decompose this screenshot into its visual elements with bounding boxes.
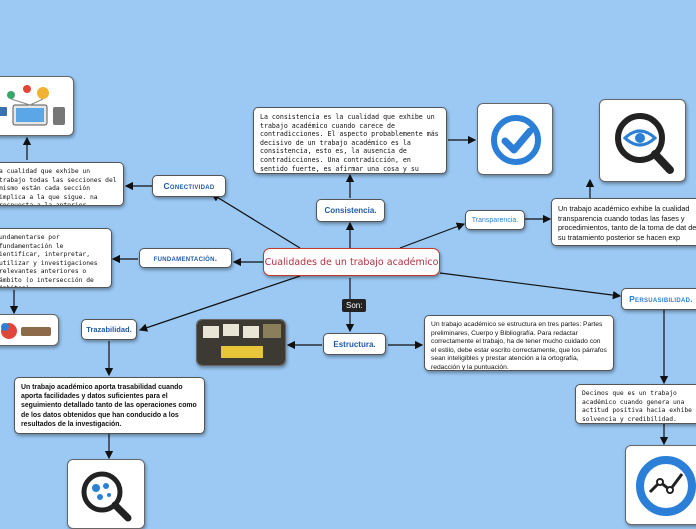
note-estructura-text: Un trabajo académico se estructura en tr… [431, 321, 607, 371]
consistencia-image [477, 103, 553, 175]
note-fundamentacion: undamentarse por fundamentación le ienti… [0, 228, 112, 288]
magnifier-dots-icon [81, 471, 132, 522]
node-consistencia-label: Consistencia. [324, 206, 377, 215]
note-persuasibilidad-text: Decimos que es un trabajo académico cuan… [582, 390, 692, 423]
check-circle-icon [491, 115, 541, 165]
note-persuasibilidad: Decimos que es un trabajo académico cuan… [575, 384, 696, 424]
node-persuasibilidad[interactable]: Persuasibilidad. [621, 288, 696, 310]
node-fundamentacion-label: fundamentación. [153, 253, 218, 263]
note-conectividad: a cualidad que exhibe un trabajo todas l… [0, 162, 124, 206]
network-devices-icon [0, 85, 65, 126]
node-transparencia-label: Transparencia. [471, 216, 519, 224]
note-fundamentacion-text: undamentarse por fundamentación le ienti… [0, 234, 98, 287]
estructura-image [196, 319, 286, 366]
node-estructura[interactable]: Estructura. [323, 333, 386, 355]
conectividad-image [0, 76, 74, 136]
node-persuasibilidad-label: Persuasibilidad. [629, 294, 693, 304]
node-conectividad[interactable]: Conectividad [152, 175, 226, 197]
note-consistencia: La consistencia es la cualidad que exhib… [253, 107, 447, 174]
note-trazabilidad: Un trabajo académico aporta trasabilidad… [14, 377, 205, 434]
node-consistencia[interactable]: Consistencia. [316, 199, 385, 222]
central-topic-label: Cualidades de un trabajo académico [264, 256, 439, 268]
trazabilidad-image [67, 459, 145, 529]
transparencia-image [599, 99, 686, 182]
note-estructura: Un trabajo académico se estructura en tr… [424, 315, 614, 371]
eye-magnifier-icon [615, 113, 674, 174]
document-collage-icon [197, 320, 285, 365]
node-estructura-label: Estructura. [333, 339, 376, 349]
note-trazabilidad-text: Un trabajo académico aporta trasabilidad… [21, 384, 197, 428]
connector-label: Son: [342, 299, 367, 312]
fundamentacion-image [0, 314, 59, 346]
note-transparencia-text: Un trabajo académico exhibe la cualidad … [558, 204, 696, 242]
node-trazabilidad-label: Trazabilidad. [86, 325, 132, 334]
persuasibilidad-image [625, 445, 696, 525]
node-conectividad-label: Conectividad [163, 181, 215, 191]
note-conectividad-text: a cualidad que exhibe un trabajo todas l… [0, 168, 117, 206]
research-icon [1, 323, 51, 339]
growth-chart-icon [636, 456, 696, 516]
node-transparencia[interactable]: Transparencia. [465, 210, 525, 230]
central-topic[interactable]: Cualidades de un trabajo académico [263, 248, 440, 276]
node-trazabilidad[interactable]: Trazabilidad. [81, 319, 137, 340]
note-consistencia-text: La consistencia es la cualidad que exhib… [260, 113, 439, 173]
note-transparencia: Un trabajo académico exhibe la cualidad … [551, 198, 696, 246]
node-fundamentacion[interactable]: fundamentación. [139, 248, 232, 268]
